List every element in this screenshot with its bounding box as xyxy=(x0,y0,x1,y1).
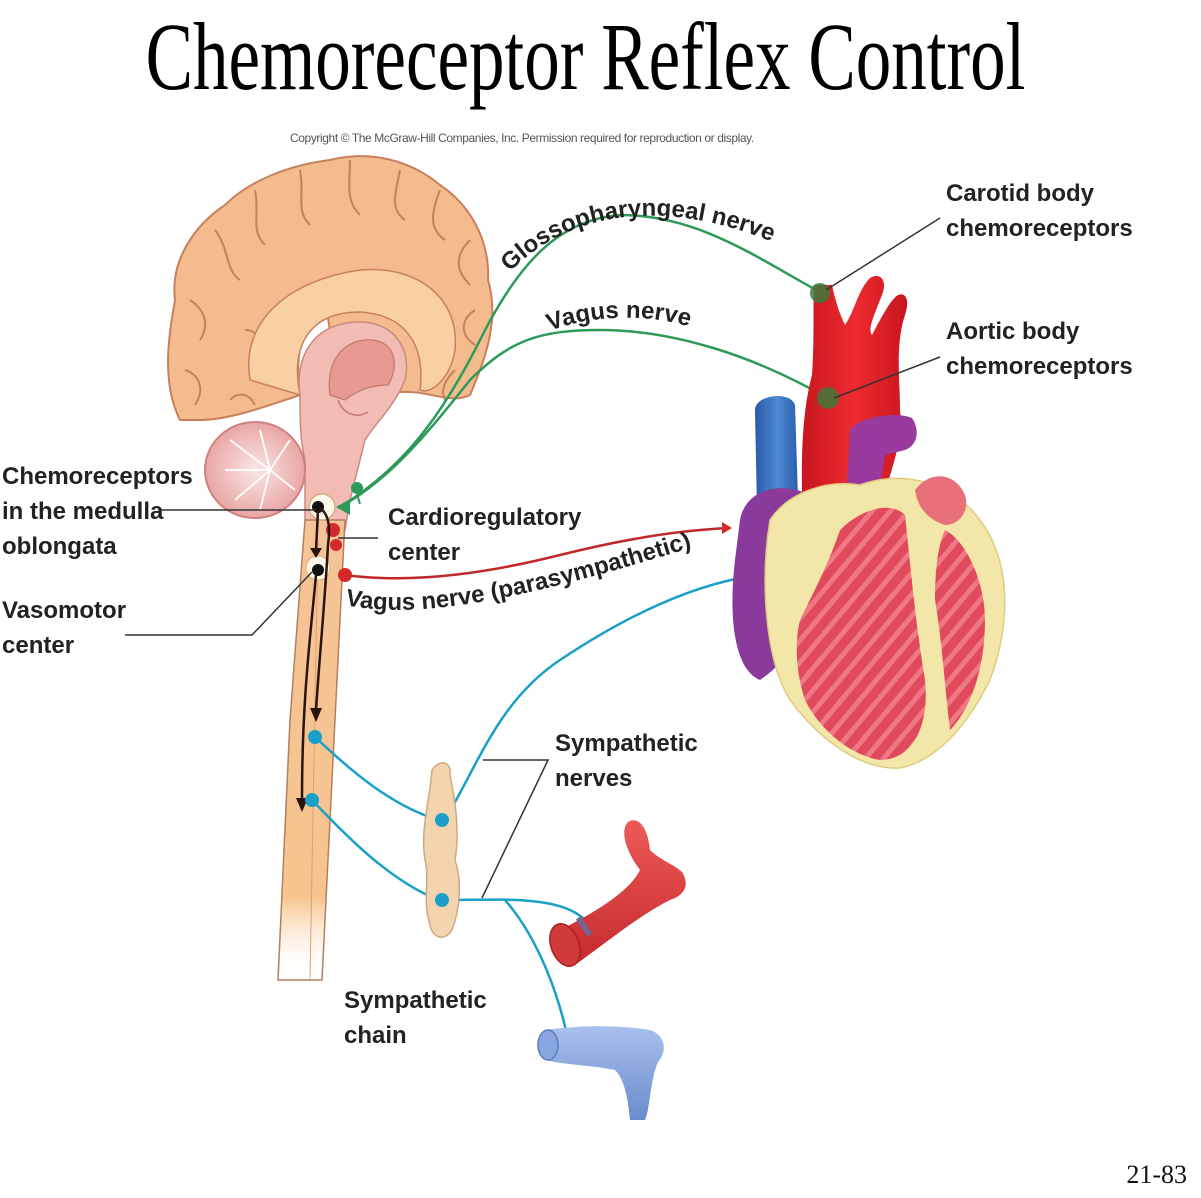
corpus-callosum xyxy=(248,268,457,397)
artery-lumen xyxy=(549,923,581,967)
sympathetic-origin-dot-2 xyxy=(305,793,319,807)
vagus-sensory-nerve-path xyxy=(339,328,823,509)
carotid-body-icon xyxy=(810,283,830,303)
label-aortic-body: Aortic body chemoreceptors xyxy=(946,314,1133,384)
heart xyxy=(732,275,1006,769)
page-number: 21-83 xyxy=(1126,1160,1187,1189)
ganglion-stalk xyxy=(356,493,361,505)
arrowhead-icon xyxy=(310,708,322,722)
left-ventricle-muscle xyxy=(796,507,926,760)
cardioregulatory-neuron-dot-2 xyxy=(330,539,342,551)
vagus-parasympathetic-path xyxy=(344,526,731,580)
arrowhead-icon xyxy=(310,548,322,558)
spinal-cord xyxy=(277,519,346,981)
sensory-nerves xyxy=(339,213,823,509)
ganglion-synapse-dot-1 xyxy=(435,813,449,827)
leader-aortic xyxy=(833,356,941,399)
leader-lines xyxy=(125,217,941,899)
slide-title: Chemoreceptor Reflex Control xyxy=(0,2,1201,112)
internal-pathways xyxy=(300,506,331,801)
arrowheads-internal xyxy=(296,548,322,812)
label-line: nerves xyxy=(555,765,633,792)
copyright-notice: Copyright © The McGraw-Hill Companies, I… xyxy=(290,131,754,145)
label-line: chain xyxy=(344,1022,407,1049)
aortic-body-icon xyxy=(817,387,839,409)
artery-nerve-band xyxy=(575,916,593,937)
slide-title-text: Chemoreceptor Reflex Control xyxy=(145,3,1026,110)
sympathetic-preganglionic-2 xyxy=(311,799,439,902)
sympathetic-nerves xyxy=(311,576,741,1041)
sympathetic-to-heart xyxy=(443,576,741,821)
ganglion-synapse-dot-2 xyxy=(435,893,449,907)
sympathetic-chain-ganglion xyxy=(422,762,461,938)
sympathetic-origin-dot-1 xyxy=(308,730,322,744)
label-line: in the medulla xyxy=(2,498,164,525)
label-vasomotor-center: Vasomotor center xyxy=(2,593,126,663)
sensory-ganglion-dot xyxy=(351,482,363,494)
label-carotid-body: Carotid body chemoreceptors xyxy=(946,176,1133,246)
label-line: Sympathetic xyxy=(555,730,698,757)
label-line: Vasomotor xyxy=(2,597,127,624)
label-cardioregulatory-center: Cardioregulatory center xyxy=(388,500,581,570)
leader-sympathetic-nerves xyxy=(481,759,550,899)
label-line: oblongata xyxy=(2,533,117,560)
label-line: chemoreceptors xyxy=(946,215,1133,242)
vein-lumen xyxy=(537,1029,559,1061)
parasympathetic-origin-dot xyxy=(338,568,352,582)
glossopharyngeal-nerve-path xyxy=(339,213,821,509)
vasomotor-neuron-dot xyxy=(312,564,324,576)
leader-carotid xyxy=(825,217,941,291)
label-sympathetic-chain: Sympathetic chain xyxy=(344,983,487,1053)
right-ventricle-muscle xyxy=(935,530,985,730)
label-line: chemoreceptors xyxy=(946,353,1133,380)
label-line: Cardioregulatory xyxy=(388,504,582,531)
label-line: Aortic body xyxy=(946,318,1080,345)
glossopharyngeal-nerve-text: Glossopharyngeal nerve xyxy=(495,195,779,277)
label-line: Sympathetic xyxy=(344,987,487,1014)
artery xyxy=(549,820,686,967)
label-line: center xyxy=(2,632,75,659)
brain xyxy=(167,155,494,531)
spinal-cord-groove xyxy=(309,539,319,981)
sympathetic-to-vein xyxy=(504,899,570,1041)
label-sympathetic-nerves: Sympathetic nerves xyxy=(555,726,698,796)
glossopharyngeal-nerve-label: Glossopharyngeal nerve xyxy=(495,195,779,277)
sympathetic-to-artery xyxy=(444,898,586,921)
thalamus xyxy=(328,339,395,401)
sensory-arrowhead-icon xyxy=(336,499,350,515)
cerebellum xyxy=(204,421,306,519)
label-line: Chemoreceptors xyxy=(2,463,193,490)
left-atrium xyxy=(915,476,967,525)
pons-outline xyxy=(337,399,369,416)
gyri xyxy=(184,159,476,406)
arrowhead-icon xyxy=(296,798,308,812)
leader-vasomotor xyxy=(125,571,313,636)
label-chemoreceptors-medulla: Chemoreceptors in the medulla oblongata xyxy=(2,459,193,564)
sympathetic-preganglionic-1 xyxy=(314,736,439,822)
parasympathetic-terminal-icon xyxy=(722,522,732,534)
label-line: Carotid body xyxy=(946,180,1094,207)
label-line: center xyxy=(388,539,461,566)
vein xyxy=(537,1026,664,1120)
